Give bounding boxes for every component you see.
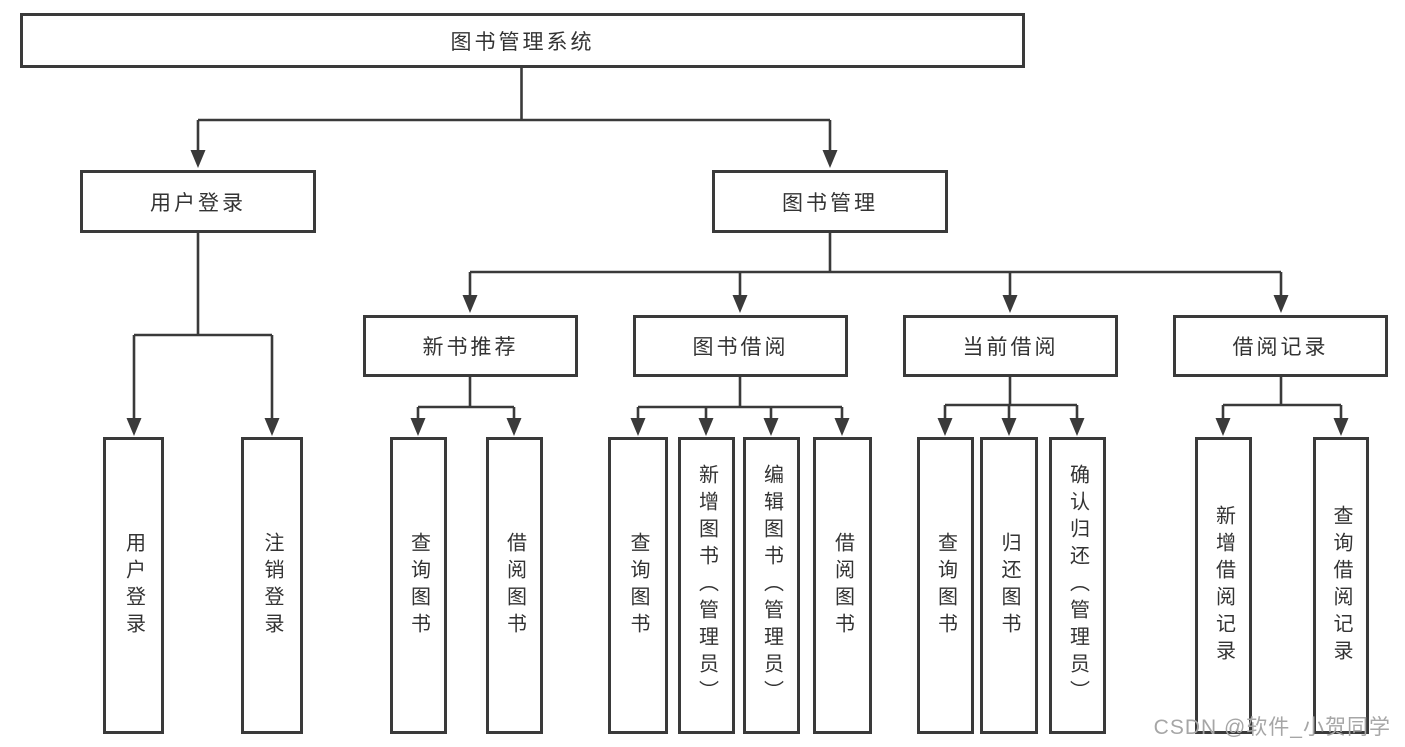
node-book-management: 图书管理: [712, 170, 948, 233]
node-book-borrow-label: 图书借阅: [692, 336, 789, 359]
node-borrow-books-2: 借阅图书: [813, 437, 872, 734]
node-user-login-group-label: 用户登录: [150, 191, 246, 215]
node-user-login-group: 用户登录: [80, 170, 316, 233]
node-current-borrow-label: 当前借阅: [962, 336, 1059, 359]
csdn-watermark: CSDN @软件_小贺同学: [1153, 716, 1391, 739]
node-add-book-admin: 新增图书（管理员）: [678, 437, 735, 734]
node-logout-label: 注销登录: [261, 531, 283, 640]
node-borrow-records-label: 借阅记录: [1232, 336, 1329, 359]
node-add-borrow-record: 新增借阅记录: [1195, 437, 1252, 734]
node-current-borrow: 当前借阅: [903, 315, 1118, 377]
node-new-book-recommend: 新书推荐: [363, 315, 578, 377]
node-query-borrow-record-label: 查询借阅记录: [1330, 504, 1352, 667]
node-query-borrow-record: 查询借阅记录: [1313, 437, 1369, 734]
node-query-books-2: 查询图书: [608, 437, 668, 734]
node-add-borrow-record-label: 新增借阅记录: [1212, 504, 1235, 667]
node-book-borrow: 图书借阅: [633, 315, 848, 377]
node-query-books-1-label: 查询图书: [407, 531, 430, 640]
node-user-login-label: 用户登录: [122, 531, 145, 640]
node-confirm-return-admin-label: 确认归还（管理员）: [1066, 464, 1089, 707]
node-library-system: 图书管理系统: [20, 13, 1025, 68]
node-book-management-label: 图书管理: [782, 191, 878, 215]
node-borrow-books-2-label: 借阅图书: [831, 531, 854, 640]
node-confirm-return-admin: 确认归还（管理员）: [1049, 437, 1106, 734]
node-query-books-1: 查询图书: [390, 437, 447, 734]
node-library-system-label: 图书管理系统: [450, 30, 595, 54]
node-return-books: 归还图书: [980, 437, 1038, 734]
node-borrow-books-1-label: 借阅图书: [503, 531, 526, 640]
node-logout: 注销登录: [241, 437, 303, 734]
node-borrow-books-1: 借阅图书: [486, 437, 543, 734]
node-query-books-3-label: 查询图书: [934, 531, 957, 640]
node-edit-book-admin-label: 编辑图书（管理员）: [760, 464, 783, 707]
node-edit-book-admin: 编辑图书（管理员）: [743, 437, 800, 734]
node-query-books-3: 查询图书: [917, 437, 974, 734]
node-add-book-admin-label: 新增图书（管理员）: [695, 464, 718, 707]
node-return-books-label: 归还图书: [998, 531, 1020, 640]
node-user-login: 用户登录: [103, 437, 164, 734]
node-borrow-records: 借阅记录: [1173, 315, 1388, 377]
node-new-book-recommend-label: 新书推荐: [422, 336, 519, 359]
node-query-books-2-label: 查询图书: [627, 531, 649, 640]
